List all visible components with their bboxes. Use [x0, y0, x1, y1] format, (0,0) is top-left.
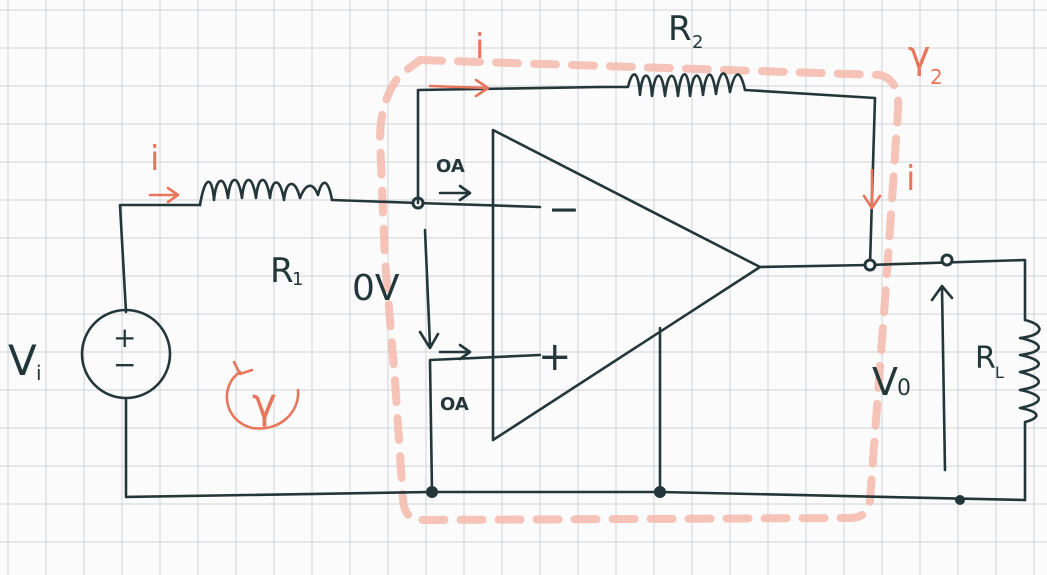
wire-feedback-left	[416, 85, 602, 205]
arrow-zero-volt	[418, 228, 440, 350]
wire-r1-to-node	[330, 198, 420, 205]
wire-noninverting	[428, 353, 542, 494]
resistor-rl	[1018, 318, 1041, 502]
node-vo-top	[940, 253, 954, 267]
arrow-current-right	[862, 168, 882, 210]
node-vo-bottom	[955, 495, 965, 505]
wire-output	[758, 258, 1027, 322]
label-rl-sub: L	[995, 363, 1004, 382]
label-source-sub: i	[36, 361, 42, 385]
label-current-right: i	[906, 159, 915, 199]
op-amp-noninverting-sign: +	[538, 334, 572, 380]
label-rl: R	[975, 341, 996, 376]
arrow-oa-top	[438, 184, 472, 202]
label-current-top: i	[475, 27, 484, 67]
arrow-current-left	[148, 186, 180, 204]
node-ground-mid	[654, 486, 666, 498]
label-r2-sub: 2	[692, 32, 703, 53]
label-source: V	[8, 336, 37, 385]
node-ground-left	[426, 486, 438, 498]
label-oa-top: OA	[436, 156, 465, 177]
label-vo-sub: 0	[897, 376, 911, 401]
label-oa-bottom: OA	[440, 394, 469, 415]
resistor-r1	[198, 178, 334, 207]
label-r1-sub: 1	[292, 269, 303, 290]
arrow-current-top	[428, 78, 490, 98]
voltage-source	[80, 308, 172, 400]
source-minus-sign: −	[113, 348, 136, 381]
label-vo: V	[872, 360, 898, 404]
resistor-r2	[598, 72, 747, 98]
label-gamma2: γ	[908, 33, 931, 77]
wire-feedback-right	[743, 88, 877, 267]
label-zero-volt: 0V	[352, 268, 400, 309]
wire-left-bottom	[124, 398, 432, 499]
op-amp-body	[491, 128, 762, 442]
dashed-loop-gamma2	[375, 55, 903, 525]
arrow-oa-bottom	[438, 343, 472, 361]
node-output	[863, 258, 877, 272]
label-r2: R	[668, 9, 692, 49]
wire-node-to-inverting	[416, 201, 542, 209]
loop-arrow-gamma	[225, 370, 300, 430]
label-r1: R	[270, 251, 294, 291]
loop-arrowhead-gamma	[232, 360, 254, 376]
arrow-vo	[930, 284, 954, 472]
label-current-left: i	[150, 139, 159, 179]
wire-bottom-right	[428, 490, 1027, 502]
wire-left-top	[118, 203, 202, 314]
op-amp-inverting-sign: −	[548, 187, 580, 231]
label-gamma2-sub: 2	[930, 65, 943, 89]
label-gamma: γ	[252, 379, 277, 428]
source-plus-sign: +	[113, 321, 136, 354]
